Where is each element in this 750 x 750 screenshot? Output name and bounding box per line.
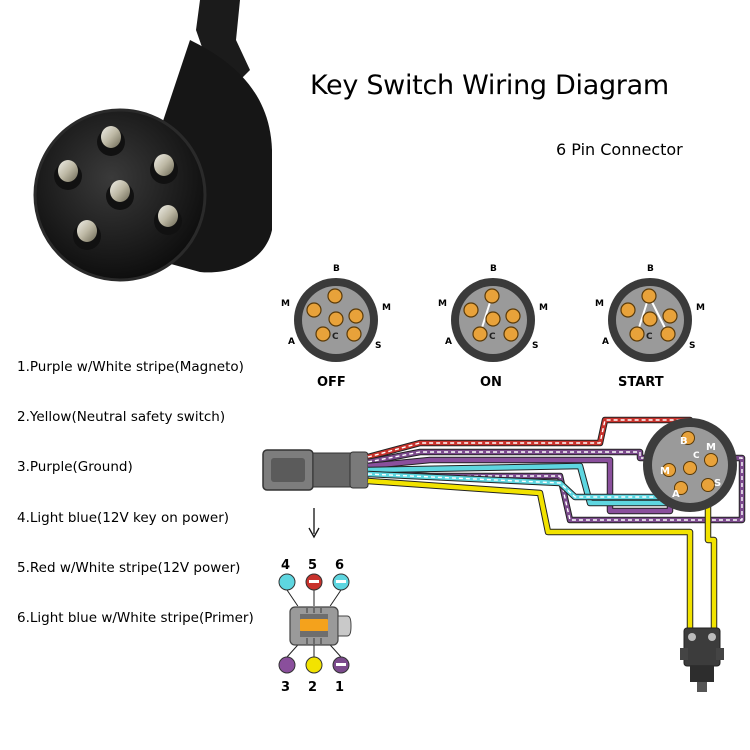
wire-yellow-return — [704, 487, 718, 630]
state-pin-letter-m-right: M — [382, 303, 391, 313]
diagram-subtitle: 6 Pin Connector — [556, 140, 683, 159]
wire-label-3: 3.Purple(Ground) — [17, 459, 133, 475]
switch-state-off: B M M C A S — [281, 264, 391, 362]
state-pin-letter-b: B — [490, 264, 497, 274]
harness-pin — [662, 463, 676, 477]
wiring-harness: B M M C A S — [262, 416, 746, 692]
state-pin — [328, 311, 344, 327]
state-pin-letter-b: B — [647, 264, 654, 274]
state-label-start: START — [618, 375, 664, 390]
pin-number-6: 6 — [335, 558, 344, 573]
harness-pin-c: C — [693, 451, 700, 461]
harness-pin — [704, 453, 718, 467]
harness-pin-s: S — [714, 478, 721, 489]
state-label-on: ON — [480, 375, 502, 390]
pinout-dot-2 — [305, 656, 323, 674]
state-pin — [641, 288, 657, 304]
state-pin — [485, 311, 501, 327]
pin-number-5: 5 — [308, 558, 317, 573]
state-pin-letter-m-left: M — [595, 299, 604, 309]
harness-pin — [683, 461, 697, 475]
pin-number-2: 2 — [308, 680, 317, 695]
wire-yellow — [367, 477, 694, 630]
harness-plug — [262, 449, 369, 491]
state-pin-letter-c: C — [646, 332, 653, 342]
harness-pin-b: B — [680, 436, 688, 447]
wire-label-5: 5.Red w/White stripe(12V power) — [17, 560, 241, 576]
pinout-dot-3 — [278, 656, 296, 674]
harness-pin — [681, 431, 695, 445]
harness-pin-m-left: M — [660, 466, 670, 477]
plug-latch — [300, 619, 328, 631]
harness-round-connector: B M M C A S — [643, 418, 737, 512]
page-title: Key Switch Wiring Diagram — [310, 70, 669, 101]
state-pin-letter-s: S — [689, 341, 695, 351]
state-pin-letter-m-right: M — [539, 303, 548, 313]
plug-pinout — [278, 573, 352, 674]
key-switch-photo — [33, 0, 272, 282]
pin-number-3: 3 — [281, 680, 290, 695]
state-pin — [505, 308, 521, 324]
state-pin — [629, 326, 645, 342]
state-pin — [306, 302, 322, 318]
state-pin — [660, 326, 676, 342]
state-pin-letter-m-right: M — [696, 303, 705, 313]
harness-pin — [674, 481, 688, 495]
state-pin-letter-a: A — [602, 337, 609, 347]
harness-pin-m-right: M — [706, 442, 716, 453]
state-pin-letter-m-left: M — [438, 299, 447, 309]
state-pin — [484, 288, 500, 304]
wire-label-2: 2.Yellow(Neutral safety switch) — [17, 409, 226, 425]
pin-number-1: 1 — [335, 680, 344, 695]
wire-label-4: 4.Light blue(12V key on power) — [17, 510, 230, 526]
harness-pin — [701, 478, 715, 492]
state-pin — [620, 302, 636, 318]
state-pin-letter-s: S — [375, 341, 381, 351]
state-pin — [503, 326, 519, 342]
down-arrow-icon — [308, 508, 320, 539]
pin-number-4: 4 — [281, 558, 290, 573]
state-pin-letter-c: C — [332, 332, 339, 342]
state-pin — [662, 308, 678, 324]
state-pin-letter-a: A — [445, 337, 452, 347]
state-pin-letter-m-left: M — [281, 299, 290, 309]
state-pin — [346, 326, 362, 342]
pinout-numbers: 4 5 6 3 2 1 — [281, 558, 344, 695]
state-pin — [327, 288, 343, 304]
switch-state-on: B M M C A S — [438, 264, 548, 362]
wire-purple-white — [367, 448, 746, 524]
pinout-dot-4 — [278, 573, 296, 591]
state-pin — [348, 308, 364, 324]
state-pin-letter-s: S — [532, 341, 538, 351]
state-pin — [472, 326, 488, 342]
state-label-off: OFF — [317, 375, 346, 390]
state-pin-letter-b: B — [333, 264, 340, 274]
harness-pin-a: A — [672, 489, 680, 500]
wire-label-6: 6.Light blue w/White stripe(Primer) — [17, 610, 254, 626]
state-pin — [315, 326, 331, 342]
state-pin — [463, 302, 479, 318]
plug-pins — [54, 126, 182, 250]
state-pin — [642, 311, 658, 327]
switch-state-start: B M M C A S — [595, 264, 705, 362]
state-pin-letter-a: A — [288, 337, 295, 347]
neutral-safety-switch — [680, 627, 724, 692]
wire-label-1: 1.Purple w/White stripe(Magneto) — [17, 359, 244, 375]
state-pin-letter-c: C — [489, 332, 496, 342]
